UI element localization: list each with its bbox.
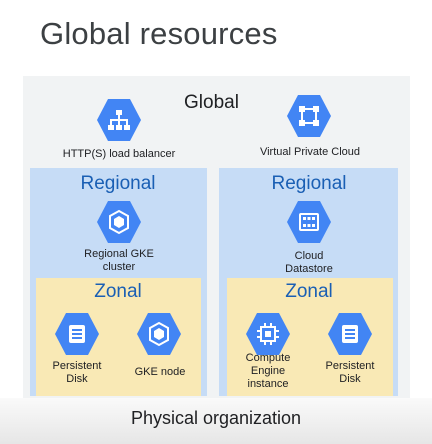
gke-node-caption: GKE node bbox=[134, 366, 186, 378]
gke-cluster-icon bbox=[96, 199, 142, 245]
zone-right-label: Zonal bbox=[285, 281, 333, 302]
compute-engine-caption: Compute Engine instance bbox=[245, 352, 291, 390]
gke-cluster-caption: Regional GKE cluster bbox=[84, 248, 154, 273]
region-left-label: Regional bbox=[80, 173, 156, 194]
footer-band bbox=[0, 398, 432, 444]
cloud-datastore-icon bbox=[286, 199, 332, 245]
gke-node-icon bbox=[136, 311, 182, 357]
persistent-disk-icon bbox=[54, 311, 100, 357]
zone-left-label: Zonal bbox=[94, 281, 142, 302]
cloud-datastore-caption: Cloud Datastore bbox=[285, 250, 333, 275]
global-label: Global bbox=[184, 92, 239, 113]
persistent-disk-icon bbox=[327, 311, 373, 357]
footer-label: Physical organization bbox=[130, 408, 302, 428]
slide-title: Global resources bbox=[40, 16, 278, 51]
load-balancer-caption: HTTP(S) load balancer bbox=[62, 148, 176, 160]
region-right-label: Regional bbox=[271, 173, 347, 194]
vpc-network-icon bbox=[286, 93, 332, 139]
persistent-disk-caption: Persistent Disk bbox=[325, 360, 375, 385]
load-balancer-icon bbox=[96, 97, 142, 143]
persistent-disk-caption: Persistent Disk bbox=[52, 360, 102, 385]
vpc-caption: Virtual Private Cloud bbox=[259, 146, 361, 158]
compute-engine-icon bbox=[245, 311, 291, 357]
